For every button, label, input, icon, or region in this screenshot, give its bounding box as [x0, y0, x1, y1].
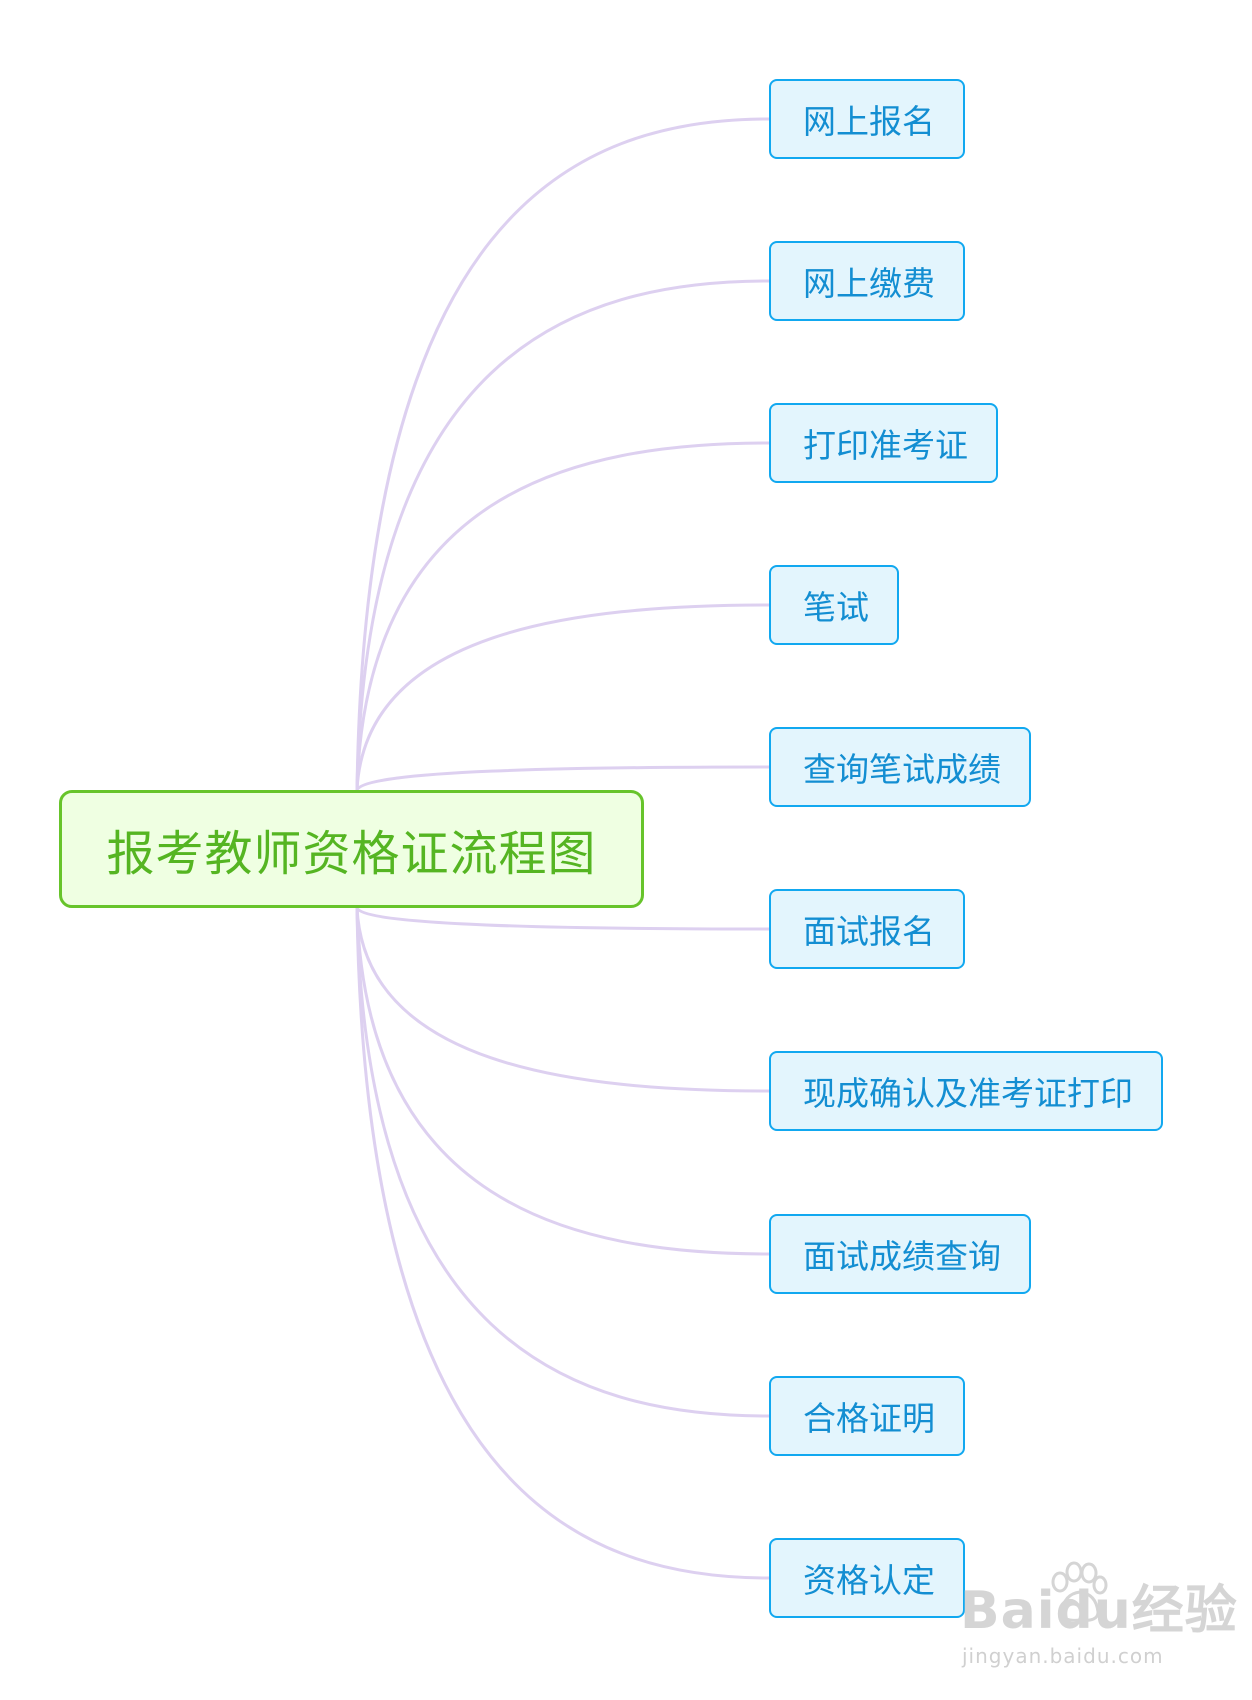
connector-interview-score-query: [355, 907, 770, 1256]
connector-qualification-certificate: [355, 907, 770, 1418]
child-node-print-admission-ticket[interactable]: 打印准考证: [769, 403, 998, 483]
child-label: 网上缴费: [803, 264, 935, 303]
child-label: 笔试: [803, 588, 869, 627]
connector-onsite-confirmation: [355, 907, 770, 1093]
child-node-online-payment[interactable]: 网上缴费: [769, 241, 965, 321]
child-node-written-score-query[interactable]: 查询笔试成绩: [769, 727, 1031, 807]
connector-interview-registration: [355, 906, 770, 931]
watermark-brand: Baidu经验: [960, 1581, 1238, 1641]
child-node-interview-score-query[interactable]: 面试成绩查询: [769, 1214, 1031, 1294]
connector-written-exam: [355, 603, 770, 791]
connector-written-score-query: [355, 765, 770, 791]
child-node-qualification-recognition[interactable]: 资格认定: [769, 1538, 965, 1618]
child-label: 打印准考证: [803, 426, 968, 465]
watermark-url: jingyan.baidu.com: [962, 1644, 1164, 1668]
child-label: 面试报名: [803, 912, 935, 951]
child-label: 面试成绩查询: [803, 1237, 1001, 1276]
baidu-jingyan-watermark: Baidu经验 jingyan.baidu.com: [960, 1561, 1237, 1668]
child-label: 网上报名: [803, 102, 935, 141]
child-label: 查询笔试成绩: [803, 750, 1001, 789]
child-label: 现成确认及准考证打印: [803, 1074, 1133, 1113]
connector-qualification-recognition: [355, 907, 770, 1580]
child-node-qualification-certificate[interactable]: 合格证明: [769, 1376, 965, 1456]
child-node-written-exam[interactable]: 笔试: [769, 565, 899, 645]
connector-print-admission-ticket: [355, 441, 770, 791]
connector-online-payment: [355, 279, 770, 791]
root-node[interactable]: 报考教师资格证流程图: [59, 790, 644, 908]
connector-online-registration: [355, 117, 770, 791]
child-label: 资格认定: [803, 1561, 935, 1600]
root-label: 报考教师资格证流程图: [106, 826, 597, 882]
child-node-interview-registration[interactable]: 面试报名: [769, 889, 965, 969]
child-label: 合格证明: [803, 1399, 935, 1438]
paw-icon: [1051, 1561, 1108, 1622]
child-node-onsite-confirmation[interactable]: 现成确认及准考证打印: [769, 1051, 1163, 1131]
child-node-online-registration[interactable]: 网上报名: [769, 79, 965, 159]
